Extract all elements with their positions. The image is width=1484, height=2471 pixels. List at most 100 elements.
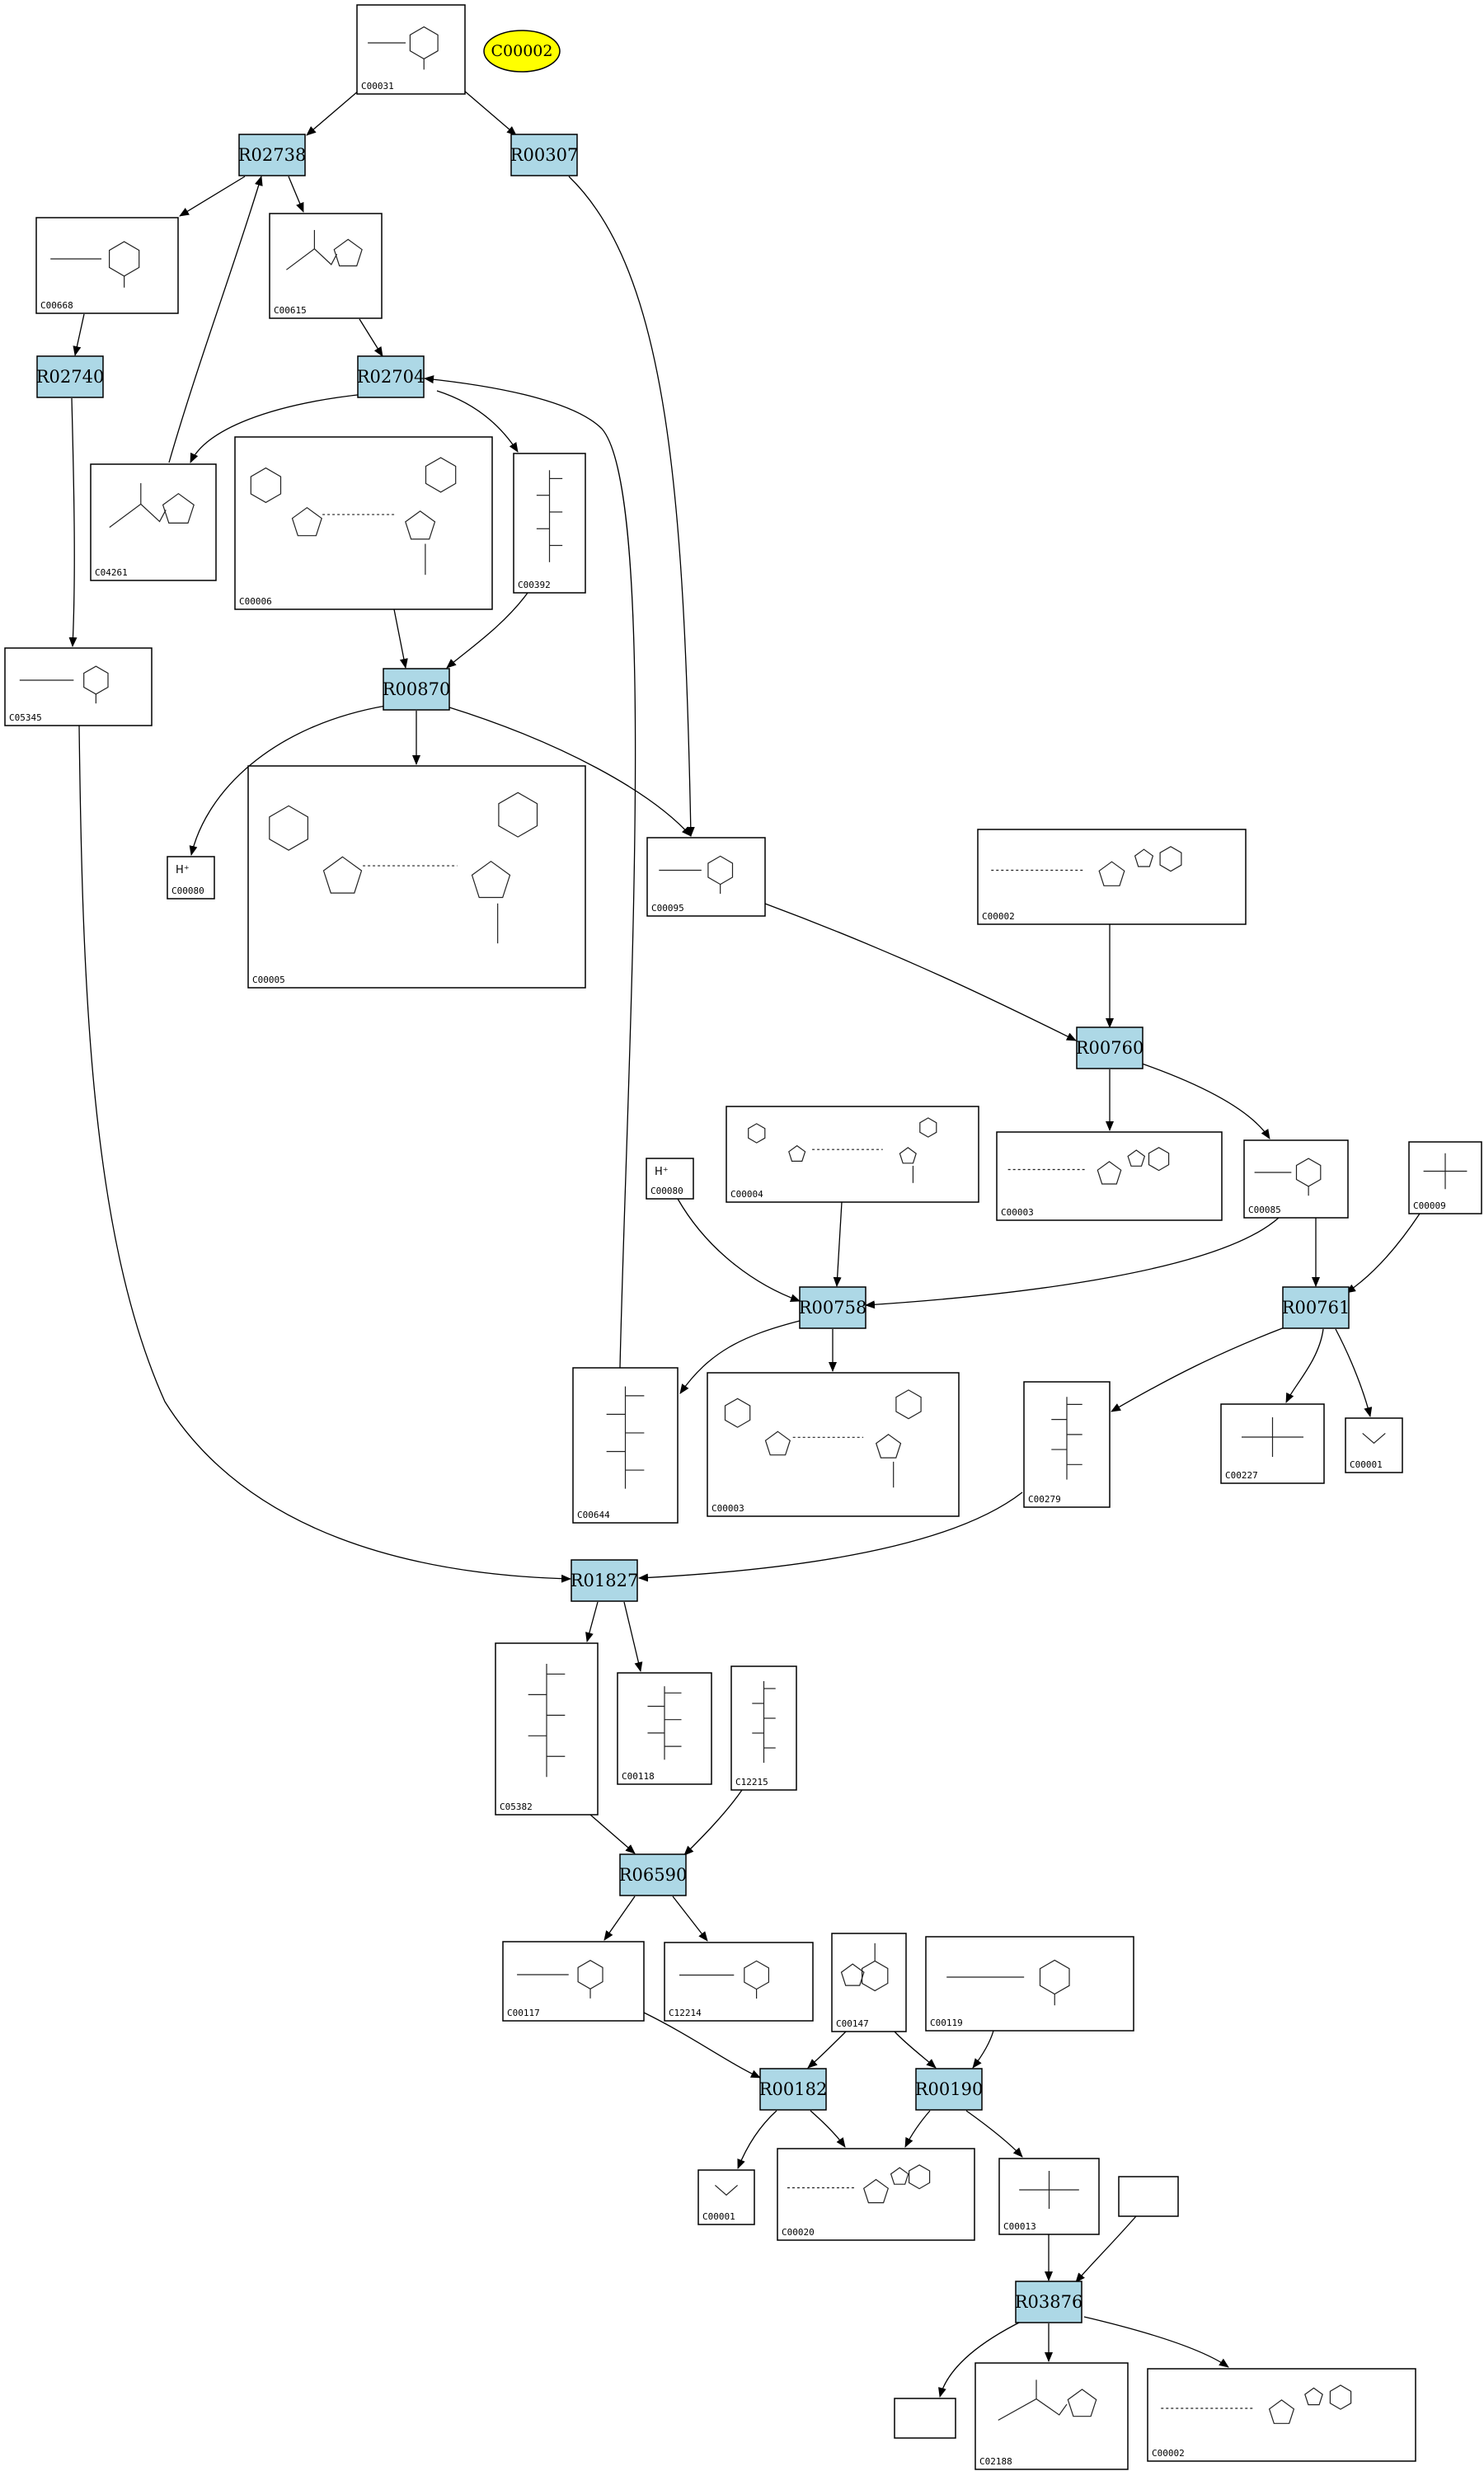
reaction-node-r02740[interactable]: R02740 — [36, 355, 105, 398]
structure-chain-icon — [528, 1663, 566, 1778]
compound-id-label: C12215 — [735, 1777, 768, 1787]
structure-ring-icon — [1254, 1158, 1322, 1196]
compound-c04261[interactable]: C04261 — [90, 463, 217, 581]
compound-c00001b[interactable]: C00001 — [697, 2169, 755, 2225]
compound-blank2[interactable] — [894, 2398, 956, 2439]
compound-c00003a[interactable]: C00003 — [996, 1131, 1223, 1221]
compound-id-label: C00009 — [1413, 1200, 1446, 1211]
compound-id-label: C05382 — [500, 1802, 533, 1812]
compound-id-label: C05345 — [9, 712, 42, 723]
compound-c00080b[interactable]: H⁺C00080 — [646, 1158, 694, 1200]
reaction-label: R00760 — [1076, 1038, 1144, 1058]
compound-c02188[interactable]: C02188 — [974, 2362, 1129, 2470]
compound-c00002b[interactable]: C00002 — [1147, 2368, 1416, 2462]
structure-nucleotide-icon — [991, 846, 1182, 886]
reaction-label: R00190 — [915, 2079, 984, 2099]
edge-c00392-to-R00870 — [446, 592, 528, 669]
compound-c00095[interactable]: C00095 — [646, 837, 766, 917]
edge-R02740-to-c05345 — [68, 397, 77, 647]
compound-formula-label: H⁺ — [176, 864, 190, 876]
edge-c00644-to-R02704 — [424, 375, 636, 1369]
edge-R00761-to-c00279 — [1111, 1327, 1285, 1412]
compound-c12215[interactable]: C12215 — [730, 1665, 797, 1791]
compound-c00118[interactable]: C00118 — [617, 1672, 712, 1785]
compound-blank1[interactable] — [1118, 2176, 1179, 2217]
edge-R03876-to-blank2 — [938, 2320, 1023, 2398]
structure-ring-icon — [946, 1959, 1070, 2006]
edge-R02738-to-c00615 — [288, 176, 304, 213]
compound-id-label: C00002 — [1152, 2448, 1185, 2459]
compound-c05345[interactable]: C05345 — [4, 647, 153, 726]
compound-c05382[interactable]: C05382 — [495, 1642, 599, 1816]
edge-c05345-to-R01827 — [78, 725, 571, 1583]
reaction-node-r00761[interactable]: R00761 — [1282, 1286, 1350, 1329]
compound-c00147[interactable]: C00147 — [831, 1933, 907, 2032]
reaction-node-r02738[interactable]: R02738 — [238, 134, 307, 176]
structure-dinucleotide-icon — [250, 457, 457, 575]
structure-phosphate-icon — [1019, 2171, 1079, 2209]
compound-c00003b[interactable]: C00003 — [707, 1372, 960, 1517]
reaction-node-r00760[interactable]: R00760 — [1076, 1026, 1144, 1069]
reaction-node-r02704[interactable]: R02704 — [357, 355, 425, 398]
structure-ring-icon — [517, 1960, 603, 1999]
compound-id-label: C00006 — [239, 596, 272, 607]
reaction-label: R00761 — [1282, 1298, 1350, 1318]
compound-id-label: C00392 — [518, 580, 551, 590]
edge-c12215-to-R06590 — [683, 1789, 743, 1856]
start-node-label: C00002 — [491, 42, 553, 60]
compound-c00006[interactable]: C00006 — [234, 436, 493, 610]
compound-c00009[interactable]: C00009 — [1408, 1141, 1482, 1214]
compound-id-label: C00615 — [274, 305, 307, 316]
compound-id-label: C00005 — [252, 975, 285, 985]
edge-R00870-to-c00080a — [189, 705, 387, 856]
compound-c00117[interactable]: C00117 — [502, 1941, 645, 2022]
reaction-label: R00758 — [799, 1298, 867, 1318]
compound-id-label: C02188 — [979, 2456, 1012, 2467]
reaction-node-r03876[interactable]: R03876 — [1015, 2281, 1083, 2323]
compound-c00644[interactable]: C00644 — [572, 1367, 679, 1524]
structure-chain-icon — [647, 1686, 682, 1760]
edge-c00031-to-R00307 — [463, 90, 517, 136]
compound-id-label: C00085 — [1248, 1205, 1281, 1215]
edge-c05382-to-R06590 — [589, 1814, 636, 1854]
compound-c00005[interactable]: C00005 — [247, 765, 586, 989]
compound-c00080a[interactable]: H⁺C00080 — [167, 856, 215, 900]
compound-c00392[interactable]: C00392 — [513, 453, 586, 594]
compound-id-label: C12214 — [669, 2008, 702, 2018]
compound-c00013[interactable]: C00013 — [998, 2158, 1100, 2235]
compound-c12214[interactable]: C12214 — [664, 1942, 814, 2022]
structure-chain-icon — [606, 1386, 645, 1489]
compound-c00615[interactable]: C00615 — [269, 213, 383, 319]
compound-c00031[interactable]: C00031 — [356, 4, 466, 95]
compound-c00001a[interactable]: C00001 — [1345, 1417, 1403, 1473]
compound-id-label: C00279 — [1028, 1494, 1061, 1505]
structure-imidazole-icon — [286, 229, 363, 270]
compound-id-label: C00644 — [577, 1510, 610, 1520]
edge-c04261-to-R02738 — [168, 176, 263, 463]
compound-c00668[interactable]: C00668 — [35, 217, 179, 314]
compound-c00002a[interactable]: C00002 — [977, 829, 1247, 925]
reaction-label: R00307 — [510, 145, 579, 165]
reaction-node-r00307[interactable]: R00307 — [510, 134, 579, 176]
compound-c00279[interactable]: C00279 — [1023, 1381, 1111, 1508]
reaction-node-r00182[interactable]: R00182 — [759, 2068, 828, 2111]
edge-R00182-to-c00001b — [737, 2110, 777, 2169]
reaction-node-r06590[interactable]: R06590 — [619, 1853, 688, 1896]
edge-c00117-to-R00182 — [643, 2012, 761, 2079]
edge-R00758-to-c00644 — [679, 1320, 801, 1394]
structure-purine-icon — [840, 1943, 889, 1992]
reaction-node-r00190[interactable]: R00190 — [915, 2068, 984, 2111]
compound-c00004[interactable]: C00004 — [726, 1106, 979, 1203]
start-node[interactable]: C00002 — [483, 30, 561, 73]
structure-ring-icon — [679, 1960, 770, 1999]
reaction-node-r00758[interactable]: R00758 — [799, 1286, 867, 1329]
compound-c00085[interactable]: C00085 — [1243, 1139, 1349, 1219]
compound-c00119[interactable]: C00119 — [925, 1936, 1134, 2032]
edge-R01827-to-c00118 — [623, 1601, 643, 1672]
compound-c00227[interactable]: C00227 — [1220, 1403, 1325, 1484]
reaction-node-r00870[interactable]: R00870 — [383, 668, 451, 711]
compound-id-label: C00002 — [982, 911, 1015, 922]
compound-c00020[interactable]: C00020 — [777, 2148, 975, 2241]
reaction-node-r01827[interactable]: R01827 — [571, 1559, 639, 1602]
